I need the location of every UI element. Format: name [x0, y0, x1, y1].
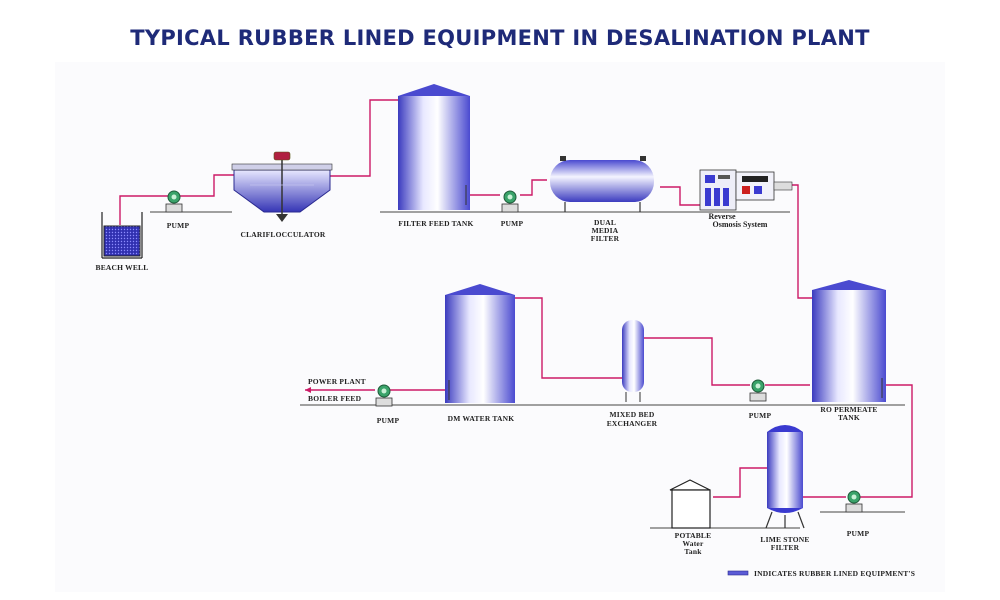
- potable-water-tank: [669, 479, 711, 529]
- diagram-title: TYPICAL RUBBER LINED EQUIPMENT IN DESALI…: [130, 26, 870, 50]
- pump-5-label: PUMP: [847, 529, 870, 538]
- mbe-label-2: EXCHANGER: [607, 419, 658, 428]
- beach-well: [101, 212, 143, 259]
- ro-label-2: Osmosis System: [713, 220, 768, 229]
- ro-tank-label-2: TANK: [838, 413, 860, 422]
- legend-label: INDICATES RUBBER LINED EQUIPMENT'S: [754, 569, 915, 578]
- mbe-label-1: MIXED BED: [610, 410, 655, 419]
- mixed-bed-exchanger: [622, 320, 644, 402]
- boiler-feed-label: BOILER FEED: [308, 394, 362, 403]
- lsf-label-2: FILTER: [771, 543, 800, 552]
- pump-3-label: PUMP: [377, 416, 400, 425]
- ground-lines: [150, 211, 905, 529]
- power-plant-label: POWER PLANT: [308, 377, 366, 386]
- ro-label-1: Reverse: [708, 212, 736, 221]
- pump-1: [165, 190, 183, 213]
- pipe-lines: [119, 99, 913, 498]
- reverse-osmosis-system: [699, 169, 793, 211]
- dmf-label-1: DUAL: [594, 218, 616, 227]
- ro-tank-label-1: RO PERMEATE: [820, 405, 877, 414]
- filter-feed-tank: [398, 84, 470, 210]
- pump-3: [375, 384, 393, 407]
- pump-1-label: PUMP: [167, 221, 190, 230]
- clarifloculator-label: CLARIFLOCCULATOR: [240, 230, 325, 239]
- dm-tank-label: DM WATER TANK: [448, 414, 515, 423]
- dual-media-filter: [550, 156, 654, 212]
- clarifloculator: [231, 151, 333, 222]
- beach-well-label: BEACH WELL: [96, 263, 149, 272]
- filter-feed-tank-label: FILTER FEED TANK: [398, 219, 473, 228]
- lime-stone-filter: [765, 425, 805, 529]
- pump-2-label: PUMP: [501, 219, 524, 228]
- pump-2: [501, 190, 519, 213]
- potable-label-3: Tank: [684, 547, 702, 556]
- dmf-label-3: FILTER: [591, 234, 620, 243]
- dmf-label-2: MEDIA: [592, 226, 619, 235]
- pump-4-label: PUMP: [749, 411, 772, 420]
- dm-water-tank: [445, 284, 515, 403]
- legend: INDICATES RUBBER LINED EQUIPMENT'S: [727, 569, 915, 578]
- pump-5: [845, 490, 863, 513]
- pump-4: [749, 379, 767, 402]
- lsf-label-1: LIME STONE: [760, 535, 809, 544]
- ro-permeate-tank: [812, 280, 886, 402]
- legend-swatch: [727, 570, 749, 576]
- potable-label-2: Water: [683, 539, 704, 548]
- potable-label-1: POTABLE: [675, 531, 712, 540]
